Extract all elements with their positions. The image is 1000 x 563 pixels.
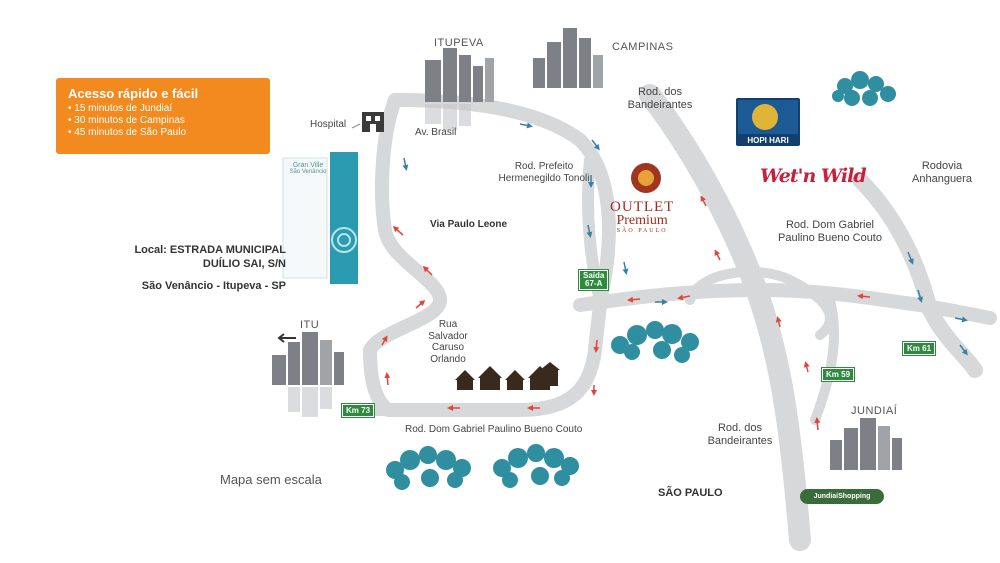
sign-km73: Km 73 — [342, 404, 375, 417]
label-hospital: Hospital — [310, 119, 347, 130]
jundiai-shopping-logo: JundiaíShopping — [800, 489, 884, 504]
road-bandeirantes — [639, 84, 811, 551]
outlet-premium-logo: OUTLET Premium SÃO PAULO — [610, 199, 675, 235]
itu-reflection — [288, 387, 332, 417]
address-line: São Venâncio - Itupeva - SP — [141, 280, 286, 292]
trees-center-icon — [611, 321, 699, 363]
sign-saida-67a: Saída 67-A — [579, 270, 609, 290]
city-label-itupeva: ITUPEVA — [434, 37, 484, 49]
campinas-buildings-icon — [533, 28, 603, 88]
address-line: Local: ESTRADA MUNICIPAL — [134, 244, 286, 256]
houses-icon — [455, 362, 560, 390]
road-av-brasil — [388, 93, 616, 307]
project-address: Local: ESTRADA MUNICIPAL DUÍLIO SAI, S/N… — [96, 243, 286, 293]
route-arrows-red — [381, 195, 871, 431]
road-network — [344, 84, 997, 551]
itupeva-reflection — [425, 104, 471, 130]
road-interchange-2 — [810, 295, 839, 425]
label-rod-dom-gabriel-right: Rod. Dom Gabriel Paulino Bueno Couto — [778, 219, 882, 244]
route-arrows-blue — [402, 122, 968, 356]
itu-buildings-icon — [272, 332, 344, 385]
sign-km59: Km 59 — [822, 368, 855, 381]
itupeva-buildings-icon — [425, 48, 494, 102]
city-label-jundiai: JUNDIAÍ — [851, 405, 898, 417]
label-via-paulo-leone: Via Paulo Leone — [430, 219, 508, 230]
promo-line: • 15 minutos de Jundiaí — [68, 103, 173, 114]
promo-box: Acesso rápido e fácil • 15 minutos de Ju… — [56, 78, 270, 154]
promo-line: • 30 minutos de Campinas — [68, 115, 185, 126]
label-rod-bandeirantes-top: Rod. dos Bandeirantes — [627, 86, 693, 111]
city-label-campinas: CAMPINAS — [612, 41, 674, 53]
project-logo-text: Gran Ville São Venâncio — [289, 162, 327, 175]
trees-bottom-center-icon — [493, 444, 579, 488]
label-rod-prefeito: Rod. Prefeito Hermenegildo Tonoli — [498, 161, 590, 184]
label-rua-salvador: Rua Salvador Caruso Orlando — [428, 319, 468, 365]
hopi-hari-mascot-icon — [752, 104, 778, 130]
city-label-itu: ITU — [300, 319, 320, 331]
hospital-icon — [362, 112, 384, 132]
jundiai-buildings-icon — [830, 418, 902, 470]
promo-title: Acesso rápido e fácil — [68, 86, 199, 101]
address-line: DUÍLIO SAI, S/N — [202, 258, 286, 270]
label-rodovia-anhanguera: Rodovia Anhanguera — [912, 160, 972, 185]
promo-line: • 45 minutos de São Paulo — [68, 127, 187, 138]
wet-n-wild-logo: Wet'n Wild — [760, 165, 867, 187]
trees-bottom-left-icon — [386, 446, 471, 490]
trees-top-right-icon — [832, 71, 896, 106]
road-via-paulo-leone — [363, 93, 607, 417]
label-rod-bandeirantes-bottom: Rod. dos Bandeirantes — [707, 422, 773, 447]
map-scale-note: Mapa sem escala — [220, 472, 322, 487]
city-label-sao-paulo: SÃO PAULO — [658, 487, 723, 499]
project-banner-icon — [282, 152, 358, 284]
label-av-brasil: Av. Brasil — [415, 127, 457, 138]
hopi-hari-logo: HOPI HARI — [736, 98, 800, 146]
sign-km61: Km 61 — [903, 342, 936, 355]
label-rod-dom-gabriel-bottom: Rod. Dom Gabriel Paulino Bueno Couto — [405, 424, 583, 435]
itu-direction-arrow-icon — [277, 333, 296, 343]
